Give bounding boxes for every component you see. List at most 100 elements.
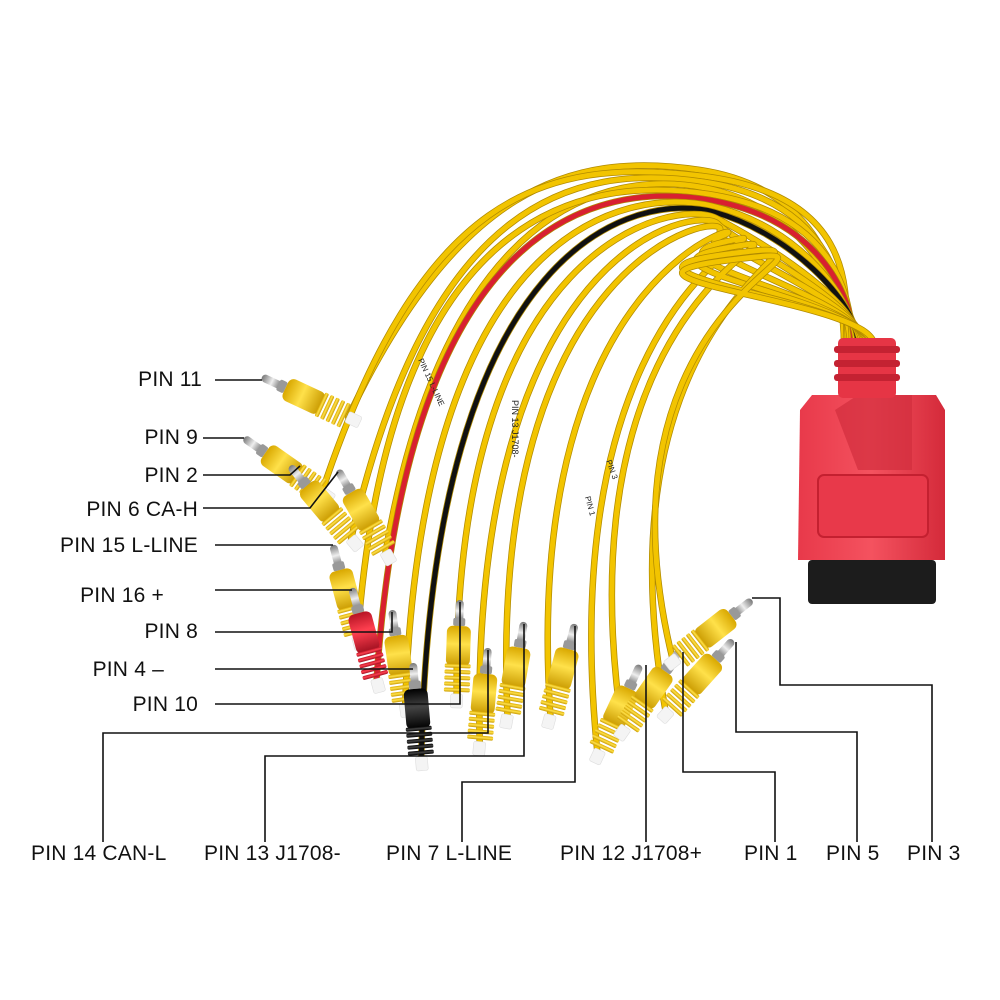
plug-tip: [261, 374, 283, 389]
plug-body: [547, 647, 579, 690]
label-pin-3: PIN 3: [907, 842, 961, 865]
plug-collar: [256, 444, 268, 458]
plug-ridge: [356, 646, 382, 657]
plug-ridge: [337, 525, 359, 545]
label-pin-16: PIN 16 +: [80, 584, 164, 607]
plug-ridge: [389, 677, 415, 685]
banana-plug-pin-3: [663, 598, 753, 671]
plug-collar: [276, 379, 288, 393]
plug-ridge: [686, 633, 705, 656]
plug-tip: [330, 544, 342, 567]
banana-plug-pin-2: [288, 465, 364, 553]
label-pin-11: PIN 11: [138, 368, 202, 391]
sleeve-tag-pin1: PIN 1: [583, 495, 597, 517]
sleeve-tag-pin13: PIN 13 J1708-: [510, 400, 520, 458]
banana-plugs: [243, 374, 753, 772]
banana-plug-pin-5: [656, 638, 735, 724]
plug-collar: [728, 607, 741, 620]
wire-15: [355, 187, 855, 640]
plug-ridge: [371, 540, 395, 556]
label-pin-9: PIN 9: [144, 426, 198, 449]
label-pin-4: PIN 4 –: [92, 658, 164, 681]
plug-sleeve: [472, 740, 486, 757]
plug-ridge: [676, 640, 695, 663]
connector-grip: [835, 395, 912, 470]
plug-ridge: [496, 700, 523, 709]
plug-ridge: [407, 743, 434, 750]
plug-ridge: [499, 683, 526, 691]
plug-collar: [342, 483, 356, 495]
plug-ridge: [543, 688, 570, 699]
plug-body: [299, 480, 340, 522]
label-pin-1: PIN 1: [744, 842, 798, 865]
plug-ridge: [627, 700, 650, 718]
plug-ridge: [315, 392, 329, 418]
leader-lines: [102, 379, 933, 842]
plug-ridge: [444, 669, 471, 675]
plug-tip: [243, 436, 263, 453]
label-pin-10: PIN 10: [132, 693, 198, 716]
plug-ridge: [359, 519, 383, 535]
plug-ridge: [630, 695, 654, 713]
plug-ridge: [617, 715, 640, 733]
label-pin-13: PIN 13 J1708-: [204, 842, 341, 865]
plug-ridge: [497, 694, 524, 703]
plug-ridge: [325, 397, 340, 423]
plug-ridge: [444, 663, 471, 669]
connector-panel: [817, 474, 929, 538]
leader-line: [682, 652, 776, 842]
plug-collar: [408, 680, 422, 690]
leader-line: [203, 465, 301, 476]
banana-plug-pin-1: [613, 649, 682, 742]
plug-collar: [562, 640, 576, 651]
plug-collar: [351, 604, 365, 615]
plug-ridge: [407, 749, 434, 756]
plug-tip: [336, 469, 351, 490]
wire-bundle: [318, 162, 878, 761]
plug-ridge: [620, 710, 644, 728]
plug-ridge: [321, 507, 344, 526]
plug-collar: [711, 650, 725, 663]
plug-ridge: [320, 395, 335, 420]
wire-10: [454, 211, 863, 698]
plug-ridge: [405, 725, 432, 732]
plug-tip: [733, 598, 753, 616]
plug-sleeve: [370, 677, 386, 694]
plug-sleeve: [656, 706, 675, 724]
plug-tip: [288, 465, 306, 484]
wire-3: [652, 253, 877, 665]
plug-ridge: [357, 652, 384, 663]
plug-body: [634, 666, 673, 709]
plug-ridge: [674, 683, 696, 704]
banana-plug-pin-12: [589, 664, 643, 766]
plug-ridge: [691, 629, 709, 652]
plug-ridge: [365, 529, 389, 546]
connector-pin-housing: [808, 560, 936, 604]
banana-plug-pin-13: [495, 621, 531, 730]
obd2-connector: [798, 338, 945, 604]
plug-ridge: [672, 644, 691, 667]
banana-plug-pin-14: [467, 647, 498, 757]
plug-body: [282, 379, 325, 414]
plug-ridge: [362, 524, 386, 541]
wire-9: [319, 169, 849, 495]
wire-13: [503, 223, 867, 719]
leader-line: [215, 602, 461, 705]
plug-collar: [332, 561, 346, 572]
wire-12: [588, 235, 871, 759]
plug-body: [682, 653, 723, 695]
plug-ridge: [495, 706, 522, 715]
plug-ridge: [444, 675, 471, 681]
plug-ridge: [540, 700, 566, 711]
plug-ridge: [329, 516, 351, 536]
leader-line: [102, 650, 489, 842]
wire-4: [418, 205, 861, 761]
label-pin-2: PIN 2: [144, 464, 198, 487]
plug-body: [501, 646, 531, 689]
plug-ridge: [406, 737, 433, 744]
label-pin-8: PIN 8: [144, 620, 198, 643]
plug-body: [384, 634, 413, 677]
plug-tip: [388, 609, 399, 632]
plug-body: [342, 488, 380, 531]
